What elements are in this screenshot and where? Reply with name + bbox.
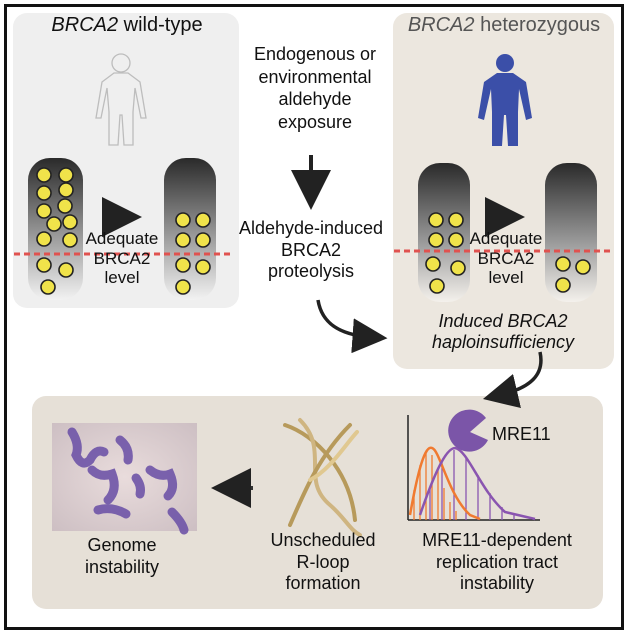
proteolysis-label: Aldehyde-induced BRCA2 proteolysis (238, 218, 384, 282)
heterozygous-tube-left (418, 163, 470, 302)
mre11-distribution-chart (407, 409, 540, 521)
curved-arrow-to-bottom (482, 351, 543, 409)
replication-instability-label: MRE11-dependent replication tract instab… (422, 530, 572, 594)
heterozygous-title: BRCA2 heterozygous (407, 14, 601, 36)
wildtype-tube-right (164, 158, 216, 300)
rloop-icon (283, 418, 362, 537)
haploinsufficiency-label: Induced BRCA2 haploinsufficiency (431, 311, 575, 352)
rloop-label: Unscheduled R-loop formation (270, 530, 376, 594)
wildtype-title: BRCA2 wild-type (51, 14, 203, 36)
heterozygous-level-label: Adequate BRCA2 level (469, 229, 543, 288)
heterozygous-tube-right (545, 163, 597, 302)
wildtype-level-label: Adequate BRCA2 level (85, 229, 159, 288)
curved-arrow-to-het (316, 299, 388, 354)
exposure-label: Endogenous or environmental aldehyde exp… (253, 44, 377, 132)
mre11-label: MRE11 (492, 424, 551, 444)
wildtype-brca2-dots (36, 167, 211, 295)
human-outline-icon (95, 53, 147, 146)
chromosome-image (52, 423, 197, 535)
mre11-pacman-icon (448, 409, 488, 452)
human-filled-icon (478, 54, 532, 146)
genome-instability-label: Genome instability (84, 535, 160, 577)
heterozygous-brca2-dots (425, 212, 591, 294)
